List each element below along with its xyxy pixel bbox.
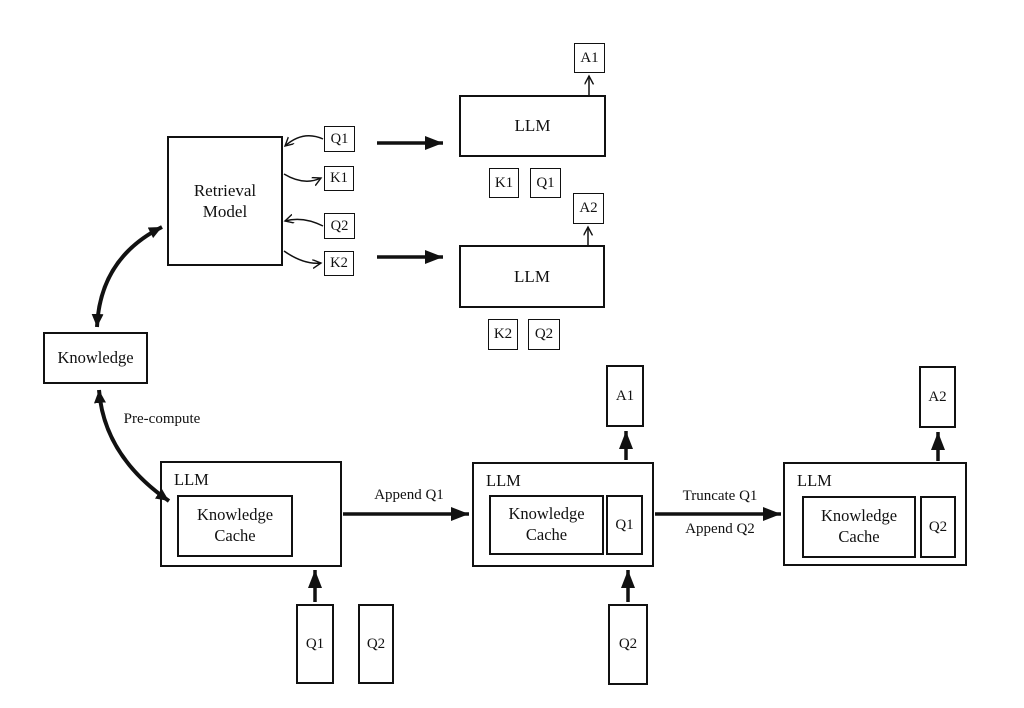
llm-stage1-label: LLM	[174, 470, 209, 489]
context2-k-box: K2	[488, 319, 518, 350]
query2-waiting-box: Q2	[358, 604, 394, 684]
answer1-bottom-box: A1	[606, 365, 644, 427]
arrow-q1-to-model	[285, 135, 324, 146]
cache3-q2-cell: Q2	[920, 496, 956, 558]
arrow-knowledge-precompute	[94, 389, 171, 503]
answer2-top-box: A2	[573, 193, 604, 224]
knowledge-box: Knowledge	[43, 332, 148, 384]
arrow-knowledge-retrieval	[91, 225, 163, 328]
knowledge-cache1-line1: Knowledge	[196, 505, 274, 525]
llm-top1-box: LLM	[459, 95, 606, 157]
llm-top2-box: LLM	[459, 245, 605, 308]
answer1-top-box: A1	[574, 43, 605, 73]
knowledge-cache2-line2: Cache	[525, 525, 568, 544]
llm-stage3-label: LLM	[797, 471, 832, 490]
cache2-q1-cell: Q1	[606, 495, 643, 555]
knowledge-cache3-line2: Cache	[838, 527, 880, 546]
knowledge-cache1-box: Knowledge Cache	[177, 495, 293, 557]
retrieval-model-line2: Model	[202, 202, 248, 221]
llm-stage2-label: LLM	[486, 471, 521, 490]
knowledge-cache2-line1: Knowledge	[508, 504, 585, 524]
key1-token-box: K1	[324, 166, 354, 191]
retrieval-model-box: Retrieval Model	[167, 136, 283, 266]
query2-input-box: Q2	[608, 604, 648, 685]
knowledge-cache3-line1: Knowledge	[820, 506, 898, 526]
arrow-model-to-k2	[283, 250, 321, 263]
key2-token-box: K2	[324, 251, 354, 276]
truncate-q1-label: Truncate Q1	[682, 488, 758, 504]
retrieval-model-line1: Retrieval	[193, 180, 257, 200]
context1-k-box: K1	[489, 168, 519, 198]
knowledge-cache3-box: Knowledge Cache	[802, 496, 916, 558]
knowledge-cache1-line2: Cache	[214, 526, 256, 545]
answer2-bottom-box: A2	[919, 366, 956, 428]
context2-q-box: Q2	[528, 319, 560, 350]
context1-q-box: Q1	[530, 168, 561, 198]
precompute-label: Pre-compute	[123, 411, 201, 427]
append-q2-label: Append Q2	[685, 521, 755, 537]
query1-token-box: Q1	[324, 126, 355, 152]
arrow-q2-to-model	[285, 219, 324, 227]
arrow-model-to-k1	[283, 173, 321, 181]
query1-input-box: Q1	[296, 604, 334, 684]
query2-token-box: Q2	[324, 213, 355, 239]
append-q1-label: Append Q1	[374, 487, 444, 503]
knowledge-cache2-box: Knowledge Cache	[489, 495, 604, 555]
